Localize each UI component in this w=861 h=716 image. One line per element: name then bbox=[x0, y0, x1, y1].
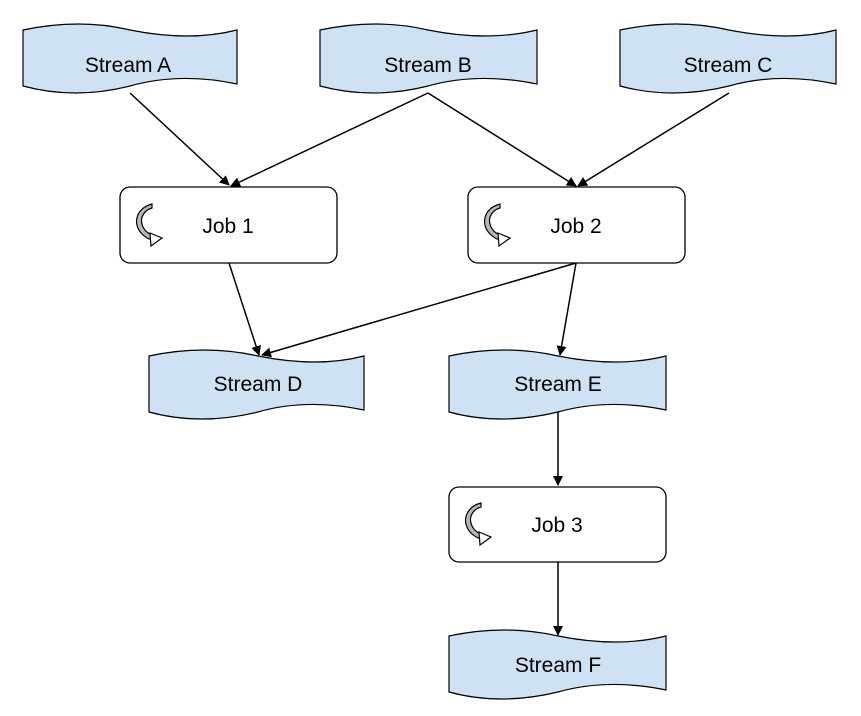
edge-stream-a-to-job-1 bbox=[129, 92, 230, 186]
edge-job-2-to-stream-d bbox=[261, 262, 577, 358]
stream-d-shape bbox=[148, 349, 365, 420]
stream-a-shape bbox=[22, 23, 238, 94]
edge-stream-b-to-job-1 bbox=[230, 92, 429, 187]
job-1: Job 1 bbox=[119, 186, 338, 264]
job-1-box bbox=[119, 186, 338, 264]
stream-e-shape bbox=[448, 349, 667, 420]
stream-c-shape bbox=[619, 23, 837, 94]
edge-job-1-to-stream-d bbox=[228, 262, 261, 356]
stream-d: Stream D bbox=[148, 349, 365, 420]
job-3-box bbox=[448, 486, 667, 563]
edge-stream-b-to-job-2 bbox=[427, 92, 577, 187]
edge-stream-c-to-job-2 bbox=[577, 92, 730, 187]
job-2-box bbox=[467, 186, 686, 264]
job-3-label: Job 3 bbox=[531, 514, 582, 537]
edge-job-2-to-stream-e bbox=[556, 262, 577, 356]
job-1-label: Job 1 bbox=[202, 215, 253, 238]
stream-e-label: Stream E bbox=[514, 373, 602, 396]
job-3: Job 3 bbox=[448, 486, 667, 563]
loop-arrow-icon bbox=[464, 502, 493, 547]
edges bbox=[129, 92, 730, 636]
stream-c-label: Stream C bbox=[684, 54, 773, 77]
stream-a-label: Stream A bbox=[85, 54, 171, 77]
loop-arrow-icon bbox=[483, 203, 512, 248]
stream-d-label: Stream D bbox=[214, 373, 303, 396]
stream-c: Stream C bbox=[619, 23, 837, 94]
stream-f: Stream F bbox=[448, 629, 667, 700]
loop-arrow-icon bbox=[135, 203, 164, 248]
stream-b: Stream B bbox=[319, 23, 538, 94]
job-2: Job 2 bbox=[467, 186, 686, 264]
stream-f-label: Stream F bbox=[515, 654, 601, 677]
stream-b-shape bbox=[319, 23, 538, 94]
stream-a: Stream A bbox=[22, 23, 238, 94]
stream-b-label: Stream B bbox=[384, 54, 472, 77]
stream-e: Stream E bbox=[448, 349, 667, 420]
job-2-label: Job 2 bbox=[550, 215, 601, 238]
stream-f-shape bbox=[448, 629, 667, 700]
